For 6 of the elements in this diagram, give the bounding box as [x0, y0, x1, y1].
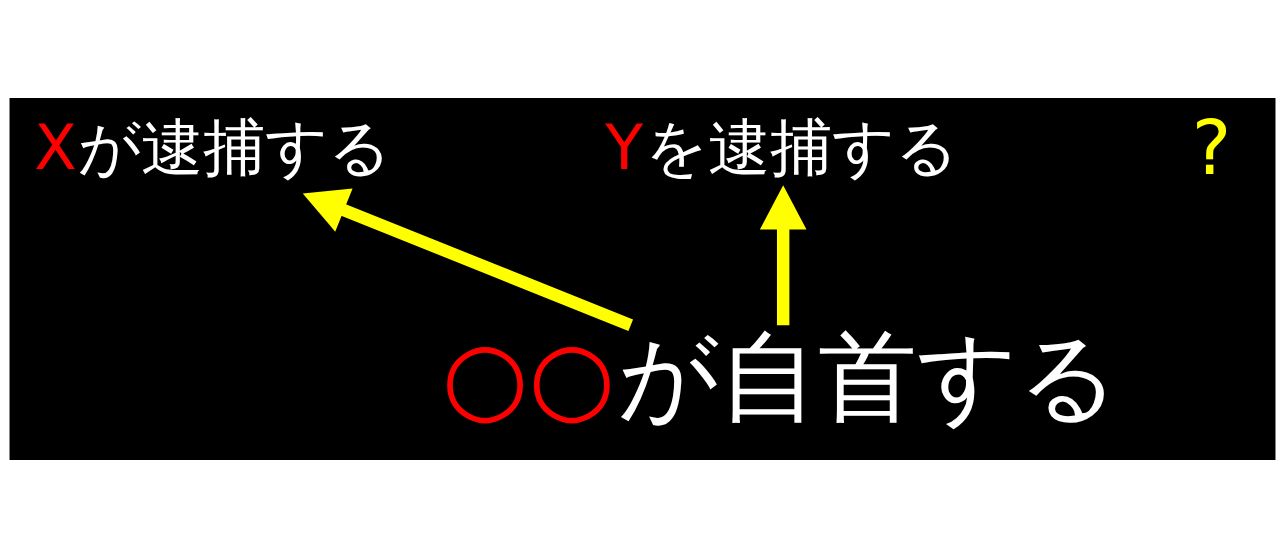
node-text: Xが逮捕する	[34, 111, 391, 185]
node-text: ○○が自首する	[441, 319, 1119, 435]
arrow	[759, 185, 807, 326]
arrow	[302, 188, 634, 332]
node-text: Yを逮捕する	[605, 111, 958, 185]
label: ?	[1191, 105, 1232, 193]
